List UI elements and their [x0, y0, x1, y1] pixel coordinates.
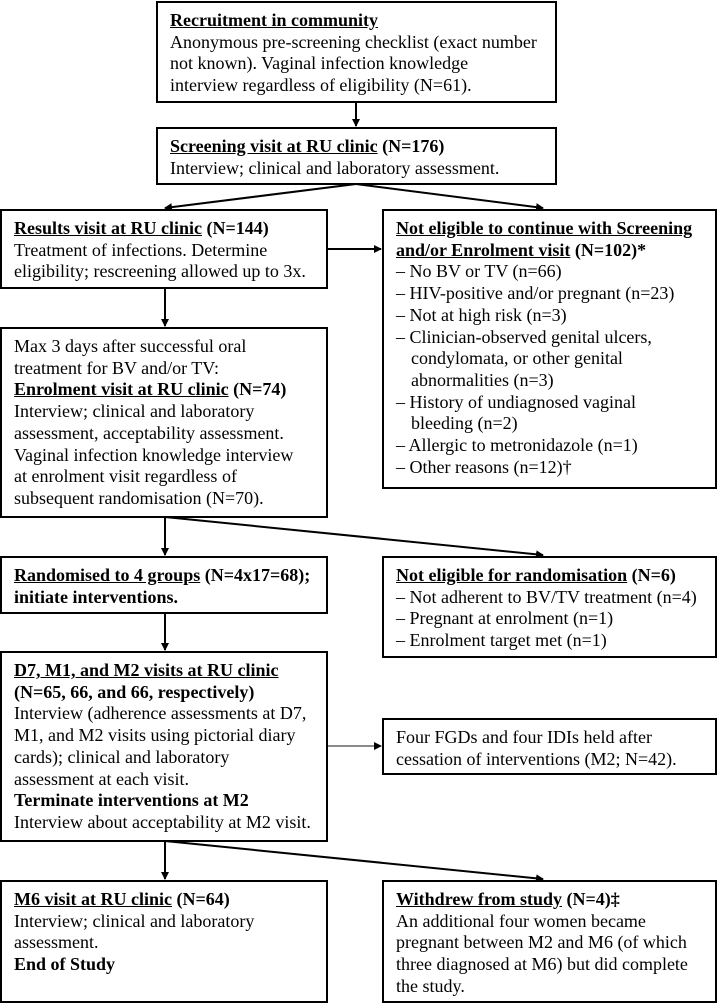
enrolment-box: Max 3 days after successful oral treatme… — [0, 327, 328, 518]
recruitment-box: Recruitment in community Anonymous pre-s… — [156, 1, 557, 103]
followup-title: D7, M1, and M2 visits at RU clinic — [14, 660, 279, 680]
not-eligible-randomisation-count: (N=6) — [627, 565, 676, 585]
reason-item: – Allergic to metronidazole (n=1) — [396, 435, 638, 456]
not-eligible-screening-count: (N=102)* — [570, 239, 647, 260]
followup-terminate: Terminate interventions at M2 — [14, 790, 249, 811]
enrolment-text: assessment, acceptability assessment. — [14, 422, 284, 443]
results-text: Treatment of infections. Determine — [14, 239, 268, 260]
reason-item: – Not at high risk (n=3) — [396, 304, 567, 325]
followup-count: (N=65, 66, and 66, respectively) — [14, 681, 255, 702]
followup-text: Interview (adherence assessments at D7, — [14, 703, 307, 724]
followup-box: D7, M1, and M2 visits at RU clinic (N=65… — [0, 651, 328, 842]
followup-text: cards); clinical and laboratory — [14, 746, 230, 767]
followup-text: assessment at each visit. — [14, 768, 189, 789]
screening-count: (N=176) — [377, 136, 445, 156]
fgd-text: cessation of interventions (M2; N=42). — [396, 748, 677, 769]
reason-item-cont: bleeding (n=2) — [411, 413, 518, 434]
enrolment-title: Enrolment visit at RU clinic — [14, 379, 229, 400]
randomised-count: (N=4x17=68); — [200, 565, 311, 585]
enrolment-text: Vaginal infection knowledge interview — [14, 444, 294, 465]
not-eligible-randomisation-box: Not eligible for randomisation (N=6) – N… — [382, 556, 717, 658]
arrow-screening-to-results — [164, 183, 357, 212]
reason-item: – Enrolment target met (n=1) — [396, 630, 607, 651]
followup-text: M1, and M2 visits using pictorial diary — [14, 725, 296, 746]
reason-item: – Pregnant at enrolment (n=1) — [396, 608, 614, 629]
m6-text: assessment. — [14, 932, 99, 953]
m6-end: End of Study — [14, 954, 116, 975]
fgd-text: Four FGDs and four IDIs held after — [396, 727, 652, 747]
fgd-box: Four FGDs and four IDIs held after cessa… — [382, 718, 717, 775]
results-text: eligibility; rescreening allowed up to 3… — [14, 261, 306, 282]
not-eligible-screening-box: Not eligible to continue with Screening … — [382, 209, 717, 489]
reason-item: – History of undiagnosed vaginal — [396, 391, 636, 412]
reason-item: – No BV or TV (n=66) — [396, 261, 562, 282]
enrolment-text: at enrolment visit regardless of — [14, 466, 237, 487]
enrolment-count: (N=74) — [228, 379, 287, 400]
screening-text: Interview; clinical and laboratory asses… — [170, 157, 500, 178]
withdrew-title: Withdrew from study — [396, 889, 563, 909]
m6-count: (N=64) — [171, 889, 230, 909]
randomised-box: Randomised to 4 groups (N=4x17=68); init… — [0, 556, 328, 614]
enrolment-intro: treatment for BV and/or TV: — [14, 357, 219, 378]
randomised-title: Randomised to 4 groups — [14, 565, 201, 585]
reason-item: – Not adherent to BV/TV treatment (n=4) — [396, 586, 697, 607]
recruitment-text: interview regardless of eligibility (N=6… — [170, 75, 472, 96]
results-count: (N=144) — [202, 218, 269, 238]
results-box: Results visit at RU clinic (N=144) Treat… — [0, 209, 328, 289]
results-title: Results visit at RU clinic — [14, 218, 202, 238]
reason-item-cont: abnormalities (n=3) — [411, 369, 554, 390]
withdrew-count: (N=4)‡ — [562, 889, 620, 909]
withdrew-text: pregnant between M2 and M6 (of which — [396, 932, 687, 953]
randomised-text: initiate interventions. — [14, 586, 178, 607]
enrolment-text: Interview; clinical and laboratory — [14, 401, 255, 422]
recruitment-text: Anonymous pre-screening checklist (exact… — [170, 31, 537, 52]
reason-item: – Clinician-observed genital ulcers, — [396, 326, 652, 347]
reason-item: – HIV-positive and/or pregnant (n=23) — [396, 283, 675, 304]
withdrew-text: the study. — [396, 975, 465, 996]
withdrew-text: An additional four women became — [396, 910, 646, 931]
m6-box: M6 visit at RU clinic (N=64) Interview; … — [0, 880, 328, 1003]
screening-box: Screening visit at RU clinic (N=176) Int… — [156, 127, 557, 185]
arrow-enrolment-to-not-eligible-randomisation — [164, 516, 544, 559]
m6-title: M6 visit at RU clinic — [14, 889, 172, 909]
recruitment-title: Recruitment in community — [170, 10, 378, 30]
arrow-screening-to-not-eligible — [355, 183, 544, 212]
enrolment-intro: Max 3 days after successful oral — [14, 336, 247, 356]
reason-item: – Other reasons (n=12)† — [396, 456, 572, 477]
not-eligible-randomisation-title: Not eligible for randomisation — [396, 565, 628, 585]
followup-text: Interview about acceptability at M2 visi… — [14, 811, 311, 832]
m6-text: Interview; clinical and laboratory — [14, 910, 255, 931]
not-eligible-screening-title: and/or Enrolment visit — [396, 239, 571, 260]
screening-title: Screening visit at RU clinic — [170, 136, 378, 156]
not-eligible-screening-title: Not eligible to continue with Screening — [396, 218, 693, 238]
reason-item-cont: condylomata, or other genital — [411, 348, 623, 369]
enrolment-text: subsequent randomisation (N=70). — [14, 487, 264, 508]
arrow-followup-to-withdrew — [164, 840, 544, 883]
withdrew-box: Withdrew from study (N=4)‡ An additional… — [382, 880, 717, 1003]
recruitment-text: not known). Vaginal infection knowledge — [170, 53, 469, 74]
withdrew-text: three diagnosed at M6) but did complete — [396, 954, 688, 975]
